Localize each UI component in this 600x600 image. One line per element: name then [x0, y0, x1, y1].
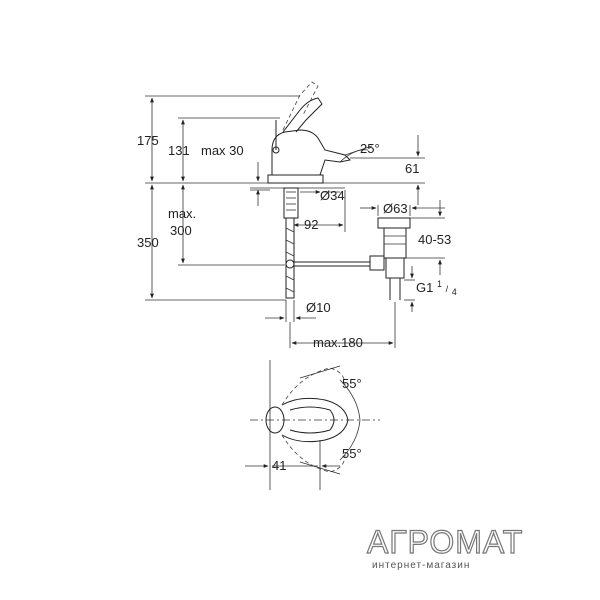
dim-diameter-10: Ø10 [306, 300, 331, 315]
dim-350: 350 [137, 235, 159, 250]
dim-92: 92 [304, 217, 318, 232]
dim-55-degrees-bottom: 55° [342, 446, 362, 461]
dim-25-degrees: 25° [360, 141, 380, 156]
dimension-lines-bottom [265, 300, 396, 348]
waste-drain [369, 217, 411, 300]
dim-max-30: max 30 [201, 143, 244, 158]
dim-max-label: max. [168, 206, 196, 221]
dim-40-53: 40-53 [418, 232, 451, 247]
dim-diameter-63: Ø63 [383, 201, 408, 216]
dimension-lines-vertical [145, 95, 300, 301]
faucet-top-view [245, 360, 380, 490]
dim-300: 300 [170, 223, 192, 238]
dim-41: 41 [272, 458, 286, 473]
dim-g1-thread: G1 1 / 4 [416, 275, 457, 297]
dimension-lines-right [293, 135, 445, 312]
dim-175: 175 [137, 133, 159, 148]
dim-61: 61 [405, 161, 419, 176]
dim-55-degrees-top: 55° [342, 376, 362, 391]
watermark-subtitle: интернет-магазин [372, 560, 470, 571]
dim-diameter-34: Ø34 [320, 188, 345, 203]
dim-131: 131 [168, 143, 190, 158]
watermark-title: АГРОМАТ [367, 524, 523, 560]
dim-max-180: max.180 [313, 335, 363, 350]
faucet-side-view [250, 81, 370, 299]
